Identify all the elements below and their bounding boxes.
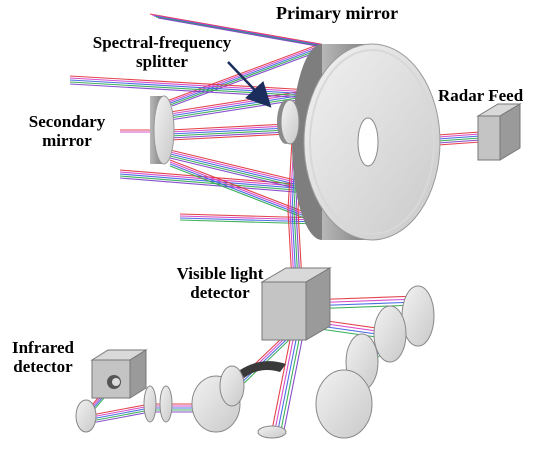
radar-feed-label-text: Radar Feed <box>438 86 524 105</box>
ray-left-chain <box>85 407 216 421</box>
left-optics-chain <box>75 361 287 439</box>
ray-splitter-down <box>289 139 295 283</box>
radar-feed-label: Radar Feed <box>438 86 523 105</box>
secondary-label-line2: mirror <box>42 131 92 150</box>
splitter-pointer-arrow <box>227 61 272 108</box>
ray-left-chain <box>85 403 216 417</box>
splitter-label-line2: splitter <box>136 52 188 71</box>
visible-light-detector <box>260 267 332 341</box>
primary-mirror-label: Primary mirror <box>276 4 398 23</box>
visible-label-line1: Visible light <box>176 264 264 283</box>
splitter-label-line1: Spectral-frequency <box>92 33 232 52</box>
infrared-detector <box>90 349 148 399</box>
ray-secondary-splitter <box>169 125 289 133</box>
infrared-detector-label: Infrared detector <box>2 338 84 376</box>
ray-splitter-down <box>287 139 293 283</box>
secondary-label-line1: Secondary <box>28 112 106 131</box>
right-optics-chain <box>315 285 435 439</box>
ray-visible-down <box>271 339 291 431</box>
ray-visible-down <box>277 339 297 431</box>
ray-secondary-splitter <box>169 127 289 135</box>
radar-feed <box>476 103 522 161</box>
spectral-frequency-splitter <box>277 99 300 145</box>
ray-left-chain <box>85 405 216 419</box>
ray-left-chain <box>85 411 216 425</box>
ray-visible-down <box>283 339 303 431</box>
splitter-label: Spectral-frequency splitter <box>62 33 262 71</box>
ray-secondary-splitter <box>169 131 289 139</box>
ray-secondary-splitter <box>169 133 289 141</box>
secondary-mirror-label: Secondary mirror <box>22 112 112 150</box>
infrared-label-line1: Infrared <box>11 338 74 357</box>
ray-secondary-splitter <box>169 123 289 131</box>
visible-label-line2: detector <box>190 283 250 302</box>
ray-visible-down <box>280 339 300 431</box>
primary-mirror-label-text: Primary mirror <box>276 3 399 23</box>
primary-mirror <box>292 43 441 241</box>
secondary-mirror <box>150 95 175 165</box>
ray-visible-down <box>274 339 294 431</box>
infrared-label-line2: detector <box>13 357 73 376</box>
ray-left-chain <box>85 409 216 423</box>
visible-detector-label: Visible light detector <box>150 264 290 302</box>
ray-secondary-splitter <box>169 129 289 137</box>
ray-incoming-top <box>149 13 323 103</box>
